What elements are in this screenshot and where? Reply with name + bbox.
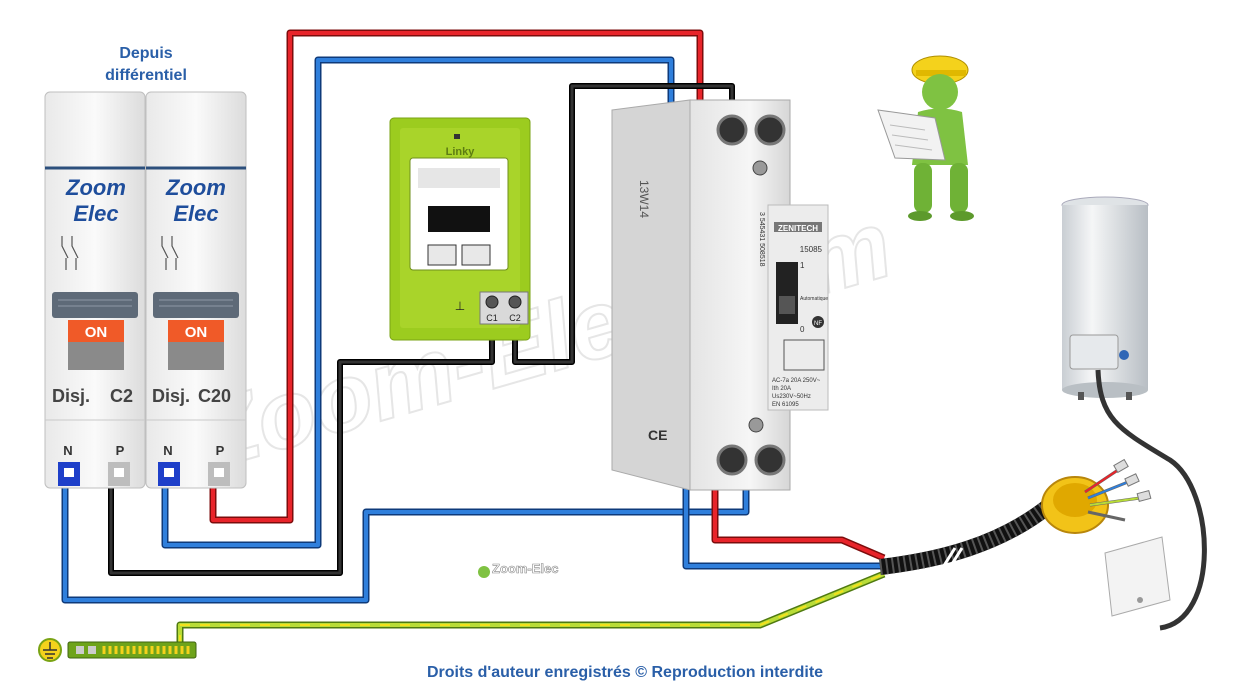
copyright-footer: Droits d'auteur enregistrés © Reproducti…	[427, 664, 823, 681]
terminal-p-label: P	[116, 443, 125, 458]
contactor-switch[interactable]	[776, 262, 798, 324]
terminal-p-label: P	[216, 443, 225, 458]
breaker-brand-2: Elec	[173, 201, 218, 226]
contactor-pos-0: 0	[800, 325, 805, 334]
breaker-on-label: ON	[85, 324, 108, 341]
terminal-n-label: N	[163, 443, 172, 458]
breaker-prefix: Disj.	[152, 386, 190, 406]
wires	[61, 29, 886, 645]
meter-display	[428, 206, 490, 232]
contactor-nf: NF	[814, 321, 822, 327]
zoom-elec-logo: Zoom-Elec	[478, 561, 559, 578]
breaker-c20: Zoom Elec ON Disj. C20 N P	[145, 91, 247, 489]
header-line-2: différentiel	[105, 67, 187, 84]
contactor-spec-3: Us230V~50Hz	[772, 394, 811, 400]
corrugated-conduit	[879, 498, 1055, 581]
meter-c2-label: C2	[509, 313, 521, 323]
logo-text: Zoom-Elec	[492, 561, 558, 576]
contactor-spec-1: AC-7a 20A 250V~	[772, 378, 821, 384]
day-night-contactor: 13W14 ZENITECH 15085 1 Automatique 0 NF …	[611, 99, 829, 491]
heater-cable	[1095, 369, 1207, 631]
contactor-reference: 3 545431 508518	[758, 212, 765, 267]
breaker-prefix: Disj.	[52, 386, 90, 406]
worker-figure-icon	[877, 55, 974, 221]
breaker-brand-1: Zoom	[165, 175, 226, 200]
contactor-ce-mark: CE	[648, 427, 667, 443]
thermostat-knob-icon	[1119, 350, 1129, 360]
breaker-brand-1: Zoom	[65, 175, 126, 200]
earth-bar	[38, 638, 197, 662]
meter-brand: Linky	[446, 146, 476, 158]
linky-meter: Linky ⊥ C1 C2	[389, 117, 531, 341]
breaker-brand-2: Elec	[73, 201, 118, 226]
breaker-rating: C2	[110, 386, 133, 406]
breaker-symbol-icon	[61, 236, 79, 270]
breaker-rating: C20	[198, 386, 231, 406]
meter-relay-icon: ⊥	[455, 299, 465, 313]
header-line-1: Depuis	[119, 45, 172, 62]
cable-outlet-plate	[1104, 536, 1171, 617]
junction-box	[1041, 458, 1152, 534]
contactor-side-text: 13W14	[637, 180, 651, 218]
wire-earth	[176, 570, 886, 645]
contactor-maker: ZENITECH	[778, 224, 818, 233]
meter-c1-label: C1	[486, 313, 498, 323]
contactor-pos-1: 1	[800, 261, 805, 270]
meter-terminal-c1	[485, 295, 499, 309]
contactor-mode: Automatique	[800, 296, 828, 302]
breaker-lever[interactable]	[52, 292, 138, 318]
contactor-model: 15085	[800, 245, 823, 254]
breaker-symbol-icon	[161, 236, 179, 270]
breaker-lever[interactable]	[153, 292, 239, 318]
contactor-spec-4: EN 61095	[772, 402, 799, 408]
meter-terminal-c2	[508, 295, 522, 309]
earth-icon	[43, 642, 57, 659]
breaker-on-label: ON	[185, 324, 208, 341]
water-heater	[1061, 196, 1207, 631]
terminal-n-label: N	[63, 443, 72, 458]
contactor-spec-2: Ith 20A	[772, 386, 791, 392]
breaker-c2: Zoom Elec ON Disj. C2 N P	[44, 91, 146, 489]
